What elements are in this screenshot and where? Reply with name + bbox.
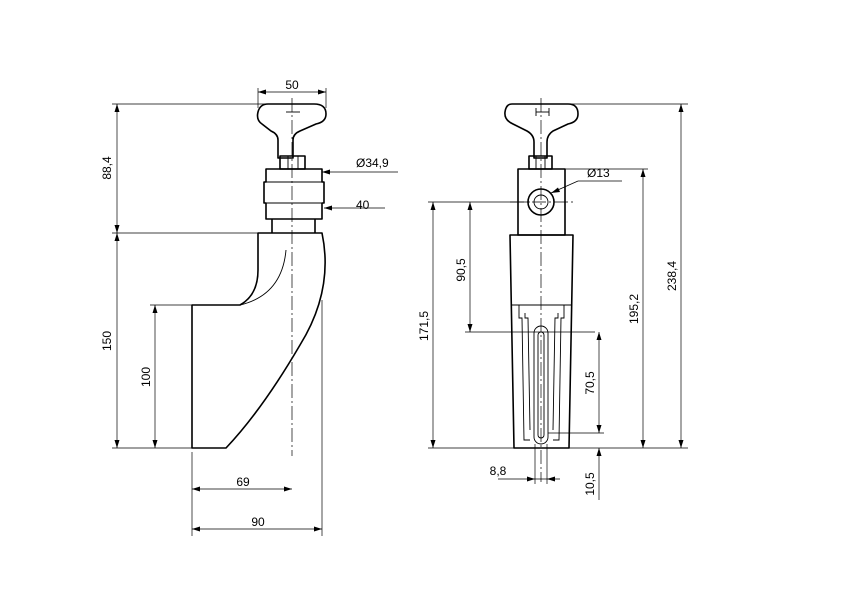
dim-overall-height: 238,4 <box>665 261 679 291</box>
side-collar <box>263 168 325 220</box>
dim-body-height: 150 <box>100 331 114 351</box>
dim-body-height: 171,5 <box>417 311 431 341</box>
front-rib-right <box>553 305 565 441</box>
dim-slot-width: 8,8 <box>490 464 507 478</box>
front-rib-left <box>518 305 530 441</box>
front-view <box>504 98 579 482</box>
front-knob <box>504 103 579 159</box>
front-view-dimensions: Ø13 90,5 171,5 195,2 238,4 70,5 <box>417 103 688 500</box>
dim-mid-height: 195,2 <box>627 294 641 324</box>
dim-top-width: 50 <box>285 78 299 92</box>
side-view-dimensions: 50 88,4 Ø34,9 40 150 100 69 <box>100 78 398 536</box>
dim-neck-diameter: Ø34,9 <box>356 156 389 170</box>
dim-total-height: 88,4 <box>100 156 114 180</box>
front-rib-left-inner <box>524 313 531 431</box>
dim-collar-height: 40 <box>356 198 370 212</box>
dim-slot-offset: 10,5 <box>583 472 597 496</box>
dim-hole-diameter: Ø13 <box>587 166 610 180</box>
side-body-edge <box>239 249 287 306</box>
dim-upper-height: 90,5 <box>454 258 468 282</box>
dim-overall-width: 90 <box>251 515 265 529</box>
dim-foot-height: 100 <box>139 367 153 387</box>
dim-lower-width: 69 <box>236 475 250 489</box>
side-body <box>191 232 326 449</box>
dim-slot-length: 70,5 <box>583 371 597 395</box>
side-knob <box>256 103 327 159</box>
side-view <box>191 98 327 456</box>
front-rib-right-inner <box>552 313 559 431</box>
front-body <box>509 234 574 449</box>
